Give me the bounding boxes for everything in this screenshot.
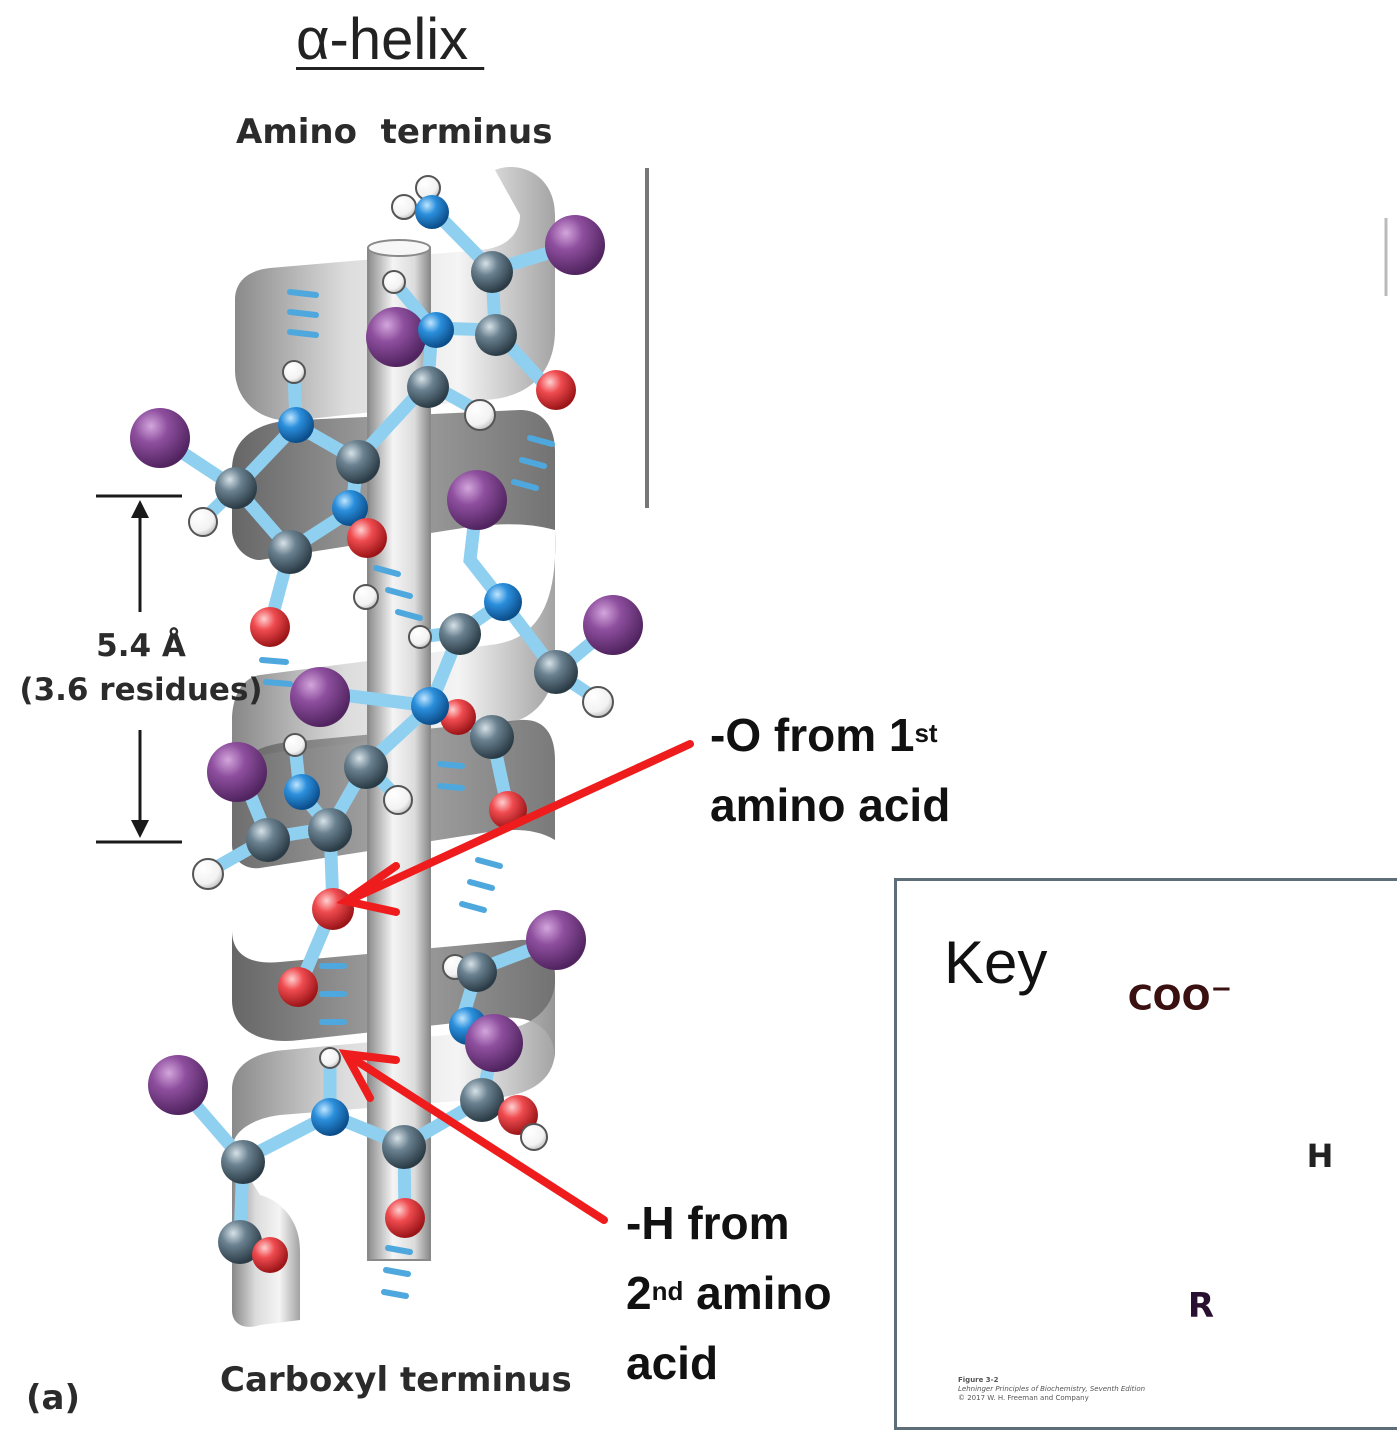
pitch-distance: 5.4 Å [96, 628, 186, 664]
arrow-to-hydrogen [348, 1054, 608, 1224]
key-h3n-label: H3N [978, 1150, 1054, 1188]
pitch-label: 5.4 Å (3.6 residues) [0, 624, 282, 712]
hydrogen-annotation-line2: amino [683, 1267, 832, 1319]
key-r-label: R [1187, 1286, 1215, 1326]
hydrogen-annotation-sup: nd [651, 1276, 684, 1306]
oxygen-annotation: -O from 1st amino acid [710, 700, 950, 840]
atoms [130, 175, 643, 1273]
oxygen-annotation-sup: st [914, 718, 938, 748]
key-panel [894, 878, 1397, 1430]
amino-terminus-label: Amino terminus [236, 112, 553, 152]
page-title: α-helix [296, 7, 485, 72]
key-h3n-charge: + [1030, 1130, 1051, 1158]
hydrogen-bonds [259, 289, 555, 1299]
hydrogen-annotation: -H from 2nd amino acid [626, 1188, 832, 1398]
pitch-dimension [96, 494, 182, 844]
carboxyl-terminus-label: Carboxyl terminus [220, 1360, 572, 1400]
oxygen-annotation-line2: amino acid [710, 779, 951, 831]
key-coo-label: COO− [1127, 974, 1233, 1019]
key-h-label: H [1306, 1137, 1334, 1175]
hydrogen-annotation-line1: -H from [626, 1197, 790, 1249]
pitch-residues: (3.6 residues) [19, 672, 263, 708]
key-coo-charge: − [1210, 974, 1233, 1004]
figure-caption: Figure 3-2 Lehninger Principles of Bioch… [958, 1376, 1146, 1402]
key-calpha-label: Cα [1147, 1140, 1193, 1178]
hydrogen-annotation-line3: acid [626, 1337, 719, 1389]
key-title: Key [944, 929, 1048, 996]
annotation-arrows [336, 740, 694, 1224]
oxygen-annotation-line1: -O from 1 [710, 709, 915, 761]
hydrogen-annotation-num: 2 [626, 1267, 652, 1319]
panel-label: (a) [26, 1378, 81, 1418]
arrow-to-oxygen [350, 740, 694, 902]
